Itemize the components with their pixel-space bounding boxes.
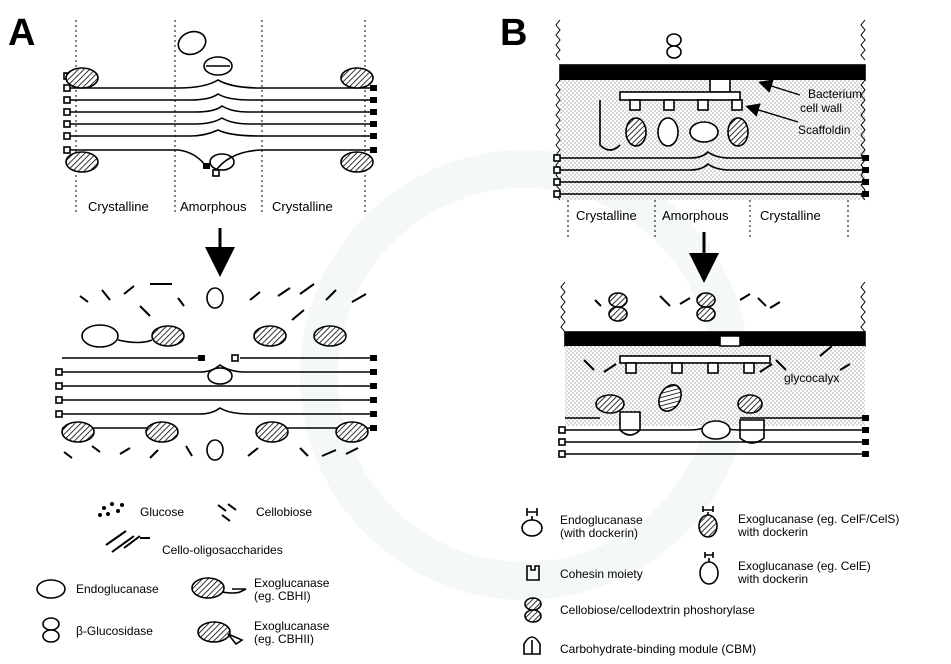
endoglucanase-icon — [37, 580, 65, 598]
cello-oligosaccharides-icon — [106, 531, 150, 552]
phosphorylase-label: Cellobiose/cellodextrin phoshorylase — [560, 604, 755, 617]
cohesin-icon — [527, 566, 539, 580]
cbm-label: Carbohydrate-binding module (CBM) — [560, 643, 756, 656]
exoglucanase-cbhii-sub: (eg. CBHII) — [254, 633, 314, 646]
exoglucanase-cbhi-sub: (eg. CBHI) — [254, 590, 311, 603]
cbm-icon — [524, 637, 540, 654]
beta-glucosidase-label: β-Glucosidase — [76, 625, 153, 638]
exoglucanase-cele-icon — [700, 552, 718, 584]
cellobiose-icon — [218, 504, 236, 521]
glucose-label: Glucose — [140, 506, 184, 519]
endoglucanase-dockerin-icon — [522, 508, 542, 536]
cellobiose-label: Cellobiose — [256, 506, 312, 519]
exoglucanase-cbhi-icon — [192, 578, 246, 598]
panel-a-legend-glyphs — [37, 502, 246, 644]
panel-a-top — [64, 20, 377, 215]
beta-glucosidase-icon — [43, 618, 59, 642]
glycocalyx-label: glycocalyx — [784, 371, 839, 385]
phosphorylase-icon — [525, 598, 541, 622]
glucose-icon — [98, 502, 124, 517]
exoglucanase-celf-sub: with dockerin — [738, 526, 808, 539]
panel-a-region-3: Crystalline — [272, 199, 333, 214]
scaffoldin-label: Scaffoldin — [798, 123, 850, 137]
exoglucanase-cele-sub: with dockerin — [738, 573, 808, 586]
exoglucanase-celf-icon — [699, 506, 717, 537]
exoglucanase-cbhii-icon — [198, 622, 242, 644]
bacterium-label: Bacterium — [808, 87, 862, 101]
panel-b-letter: B — [500, 14, 527, 52]
panel-a-region-2: Amorphous — [180, 199, 247, 214]
panel-a-bottom — [56, 284, 377, 460]
cell-wall-label: cell wall — [800, 101, 842, 115]
panel-a-letter: A — [8, 14, 35, 52]
panel-a-region-1: Crystalline — [88, 199, 149, 214]
endoglucanase-label: Endoglucanase — [76, 583, 159, 596]
panel-b-region-2: Amorphous — [662, 208, 729, 223]
panel-b-bottom — [559, 282, 869, 457]
endoglucanase-dockerin-sub: (with dockerin) — [560, 527, 638, 540]
panel-b-region-3: Crystalline — [760, 208, 821, 223]
cohesin-label: Cohesin moiety — [560, 568, 643, 581]
cello-oligosaccharides-label: Cello-oligosaccharides — [162, 544, 283, 557]
panel-b-region-1: Crystalline — [576, 208, 637, 223]
